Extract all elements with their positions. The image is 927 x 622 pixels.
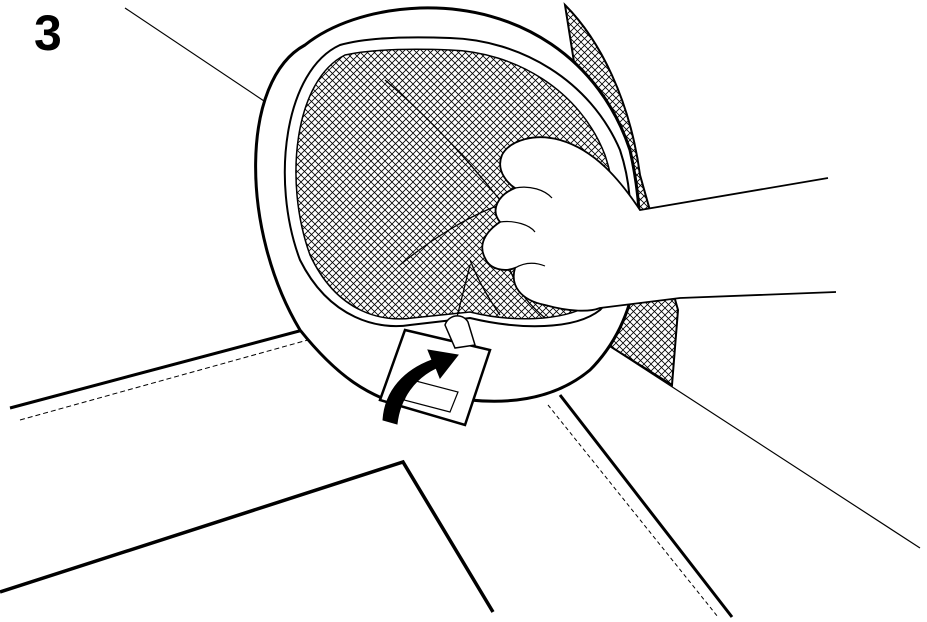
hand	[482, 137, 836, 310]
